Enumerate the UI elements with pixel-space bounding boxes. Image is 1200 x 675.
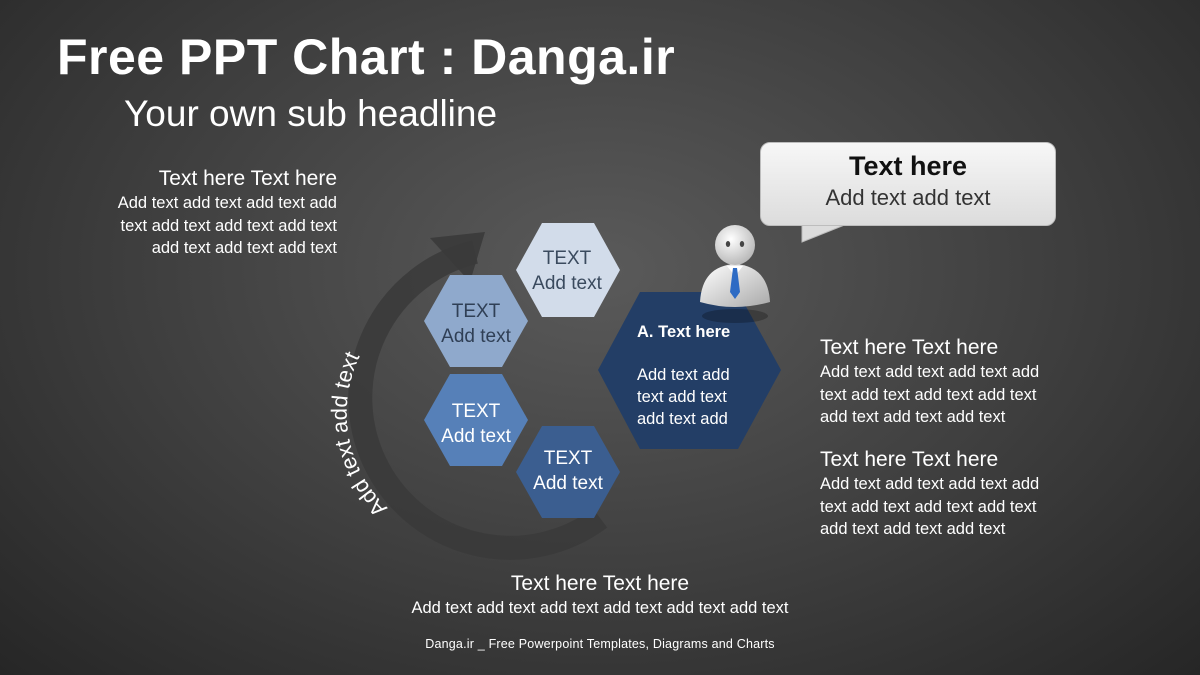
footer: Danga.ir _ Free Powerpoint Templates, Di…: [425, 637, 775, 651]
page-title: Free PPT Chart : Danga.ir: [57, 29, 676, 85]
hexagon-1: TEXT Add text: [516, 223, 620, 317]
right-block-heading: Text here Text here: [820, 336, 999, 359]
page-subtitle: Your own sub headline: [124, 93, 498, 134]
top-left-text-block: Text here Text here Add text add text ad…: [60, 166, 337, 260]
callout-title: Text here: [848, 151, 968, 181]
top-left-line: text add text add text add text: [120, 216, 337, 235]
hexagon-3: TEXT Add text: [424, 374, 528, 466]
right-block-line: add text add text add text: [820, 408, 1006, 426]
right-block-heading: Text here Text here: [820, 448, 999, 471]
right-block-line: text add text add text add text: [820, 385, 1037, 404]
hexagon-text: Add text: [532, 273, 602, 294]
top-left-line: Add text add text add text add: [117, 194, 337, 212]
big-hexagon: A. Text here Add text add text add text …: [598, 292, 781, 449]
hexagon-4: TEXT Add text: [516, 426, 620, 518]
top-left-heading: Text here Text here: [158, 167, 337, 190]
bottom-heading: Text here Text here: [510, 572, 690, 595]
hexagon-2: TEXT Add text: [424, 275, 528, 367]
right-block-line: Add text add text add text add: [820, 363, 1040, 381]
big-hexagon-title: A. Text here: [637, 323, 730, 341]
hexagon-label: TEXT: [544, 448, 593, 469]
big-hexagon-line: add text add: [637, 410, 728, 428]
hexagon-text: Add text: [441, 326, 511, 347]
speech-callout: Text here Add text add text: [760, 142, 1056, 226]
right-block-line: Add text add text add text add: [820, 475, 1040, 493]
hexagon-label: TEXT: [543, 248, 592, 269]
right-text-block-1: Text here Text here Add text add text ad…: [820, 335, 1080, 429]
bottom-text-block: Text here Text here Add text add text ad…: [300, 571, 900, 620]
big-hexagon-line: Add text add: [637, 366, 730, 384]
bottom-text: Add text add text add text add text add …: [411, 599, 789, 617]
top-left-line: add text add text add text: [151, 239, 337, 257]
callout-text: Add text add text: [825, 185, 991, 210]
circular-arrow-band: [348, 240, 608, 560]
businessman-figure-icon: [700, 225, 770, 323]
hexagon-text: Add text: [533, 473, 603, 494]
big-hexagon-line: text add text: [637, 388, 727, 406]
right-block-line: text add text add text add text: [820, 497, 1037, 516]
hexagon-text: Add text: [441, 426, 511, 447]
right-text-block-2: Text here Text here Add text add text ad…: [820, 447, 1080, 541]
circular-arrow-head-icon: [430, 232, 485, 282]
hexagon-label: TEXT: [452, 401, 501, 422]
right-block-line: add text add text add text: [820, 520, 1006, 538]
hexagon-label: TEXT: [452, 301, 501, 322]
